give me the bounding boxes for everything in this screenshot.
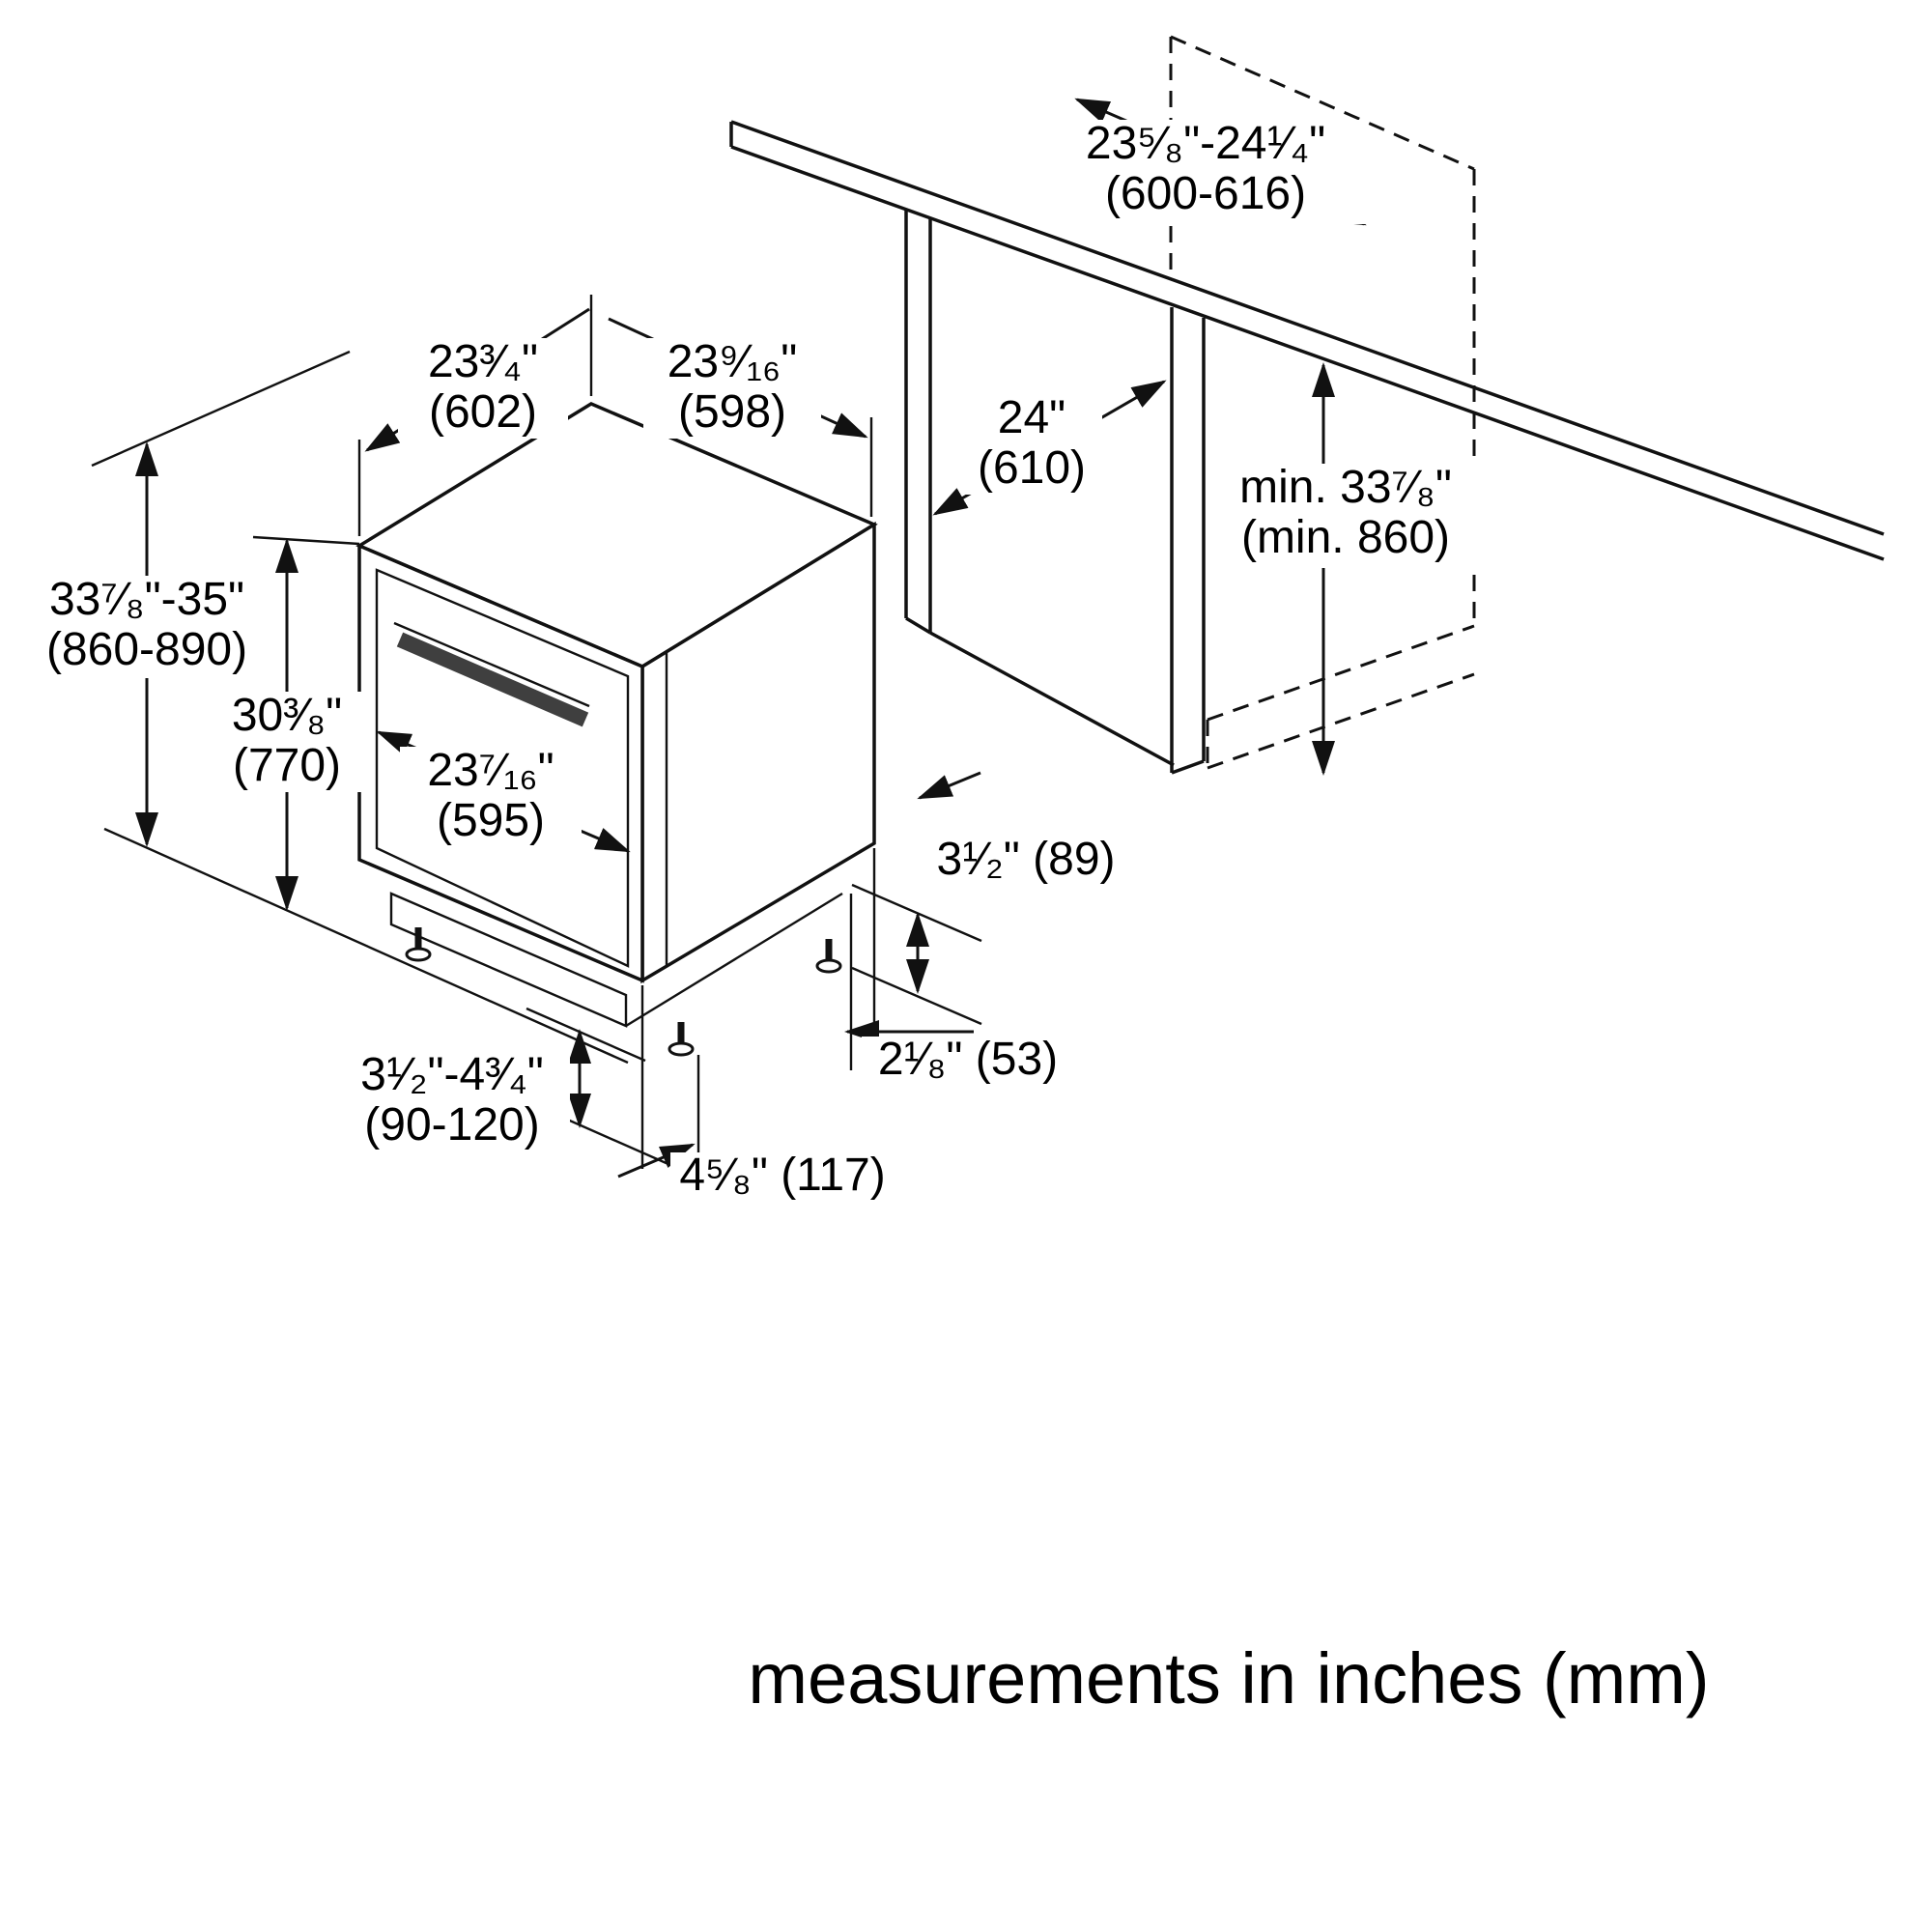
- foot-pad: [405, 947, 432, 962]
- niche-left-panel-bottom: [905, 616, 931, 635]
- niche-floor-edge: [929, 631, 1175, 767]
- label-leveling-range-mm: (90-120): [364, 1099, 539, 1151]
- leveling-foot: [815, 939, 842, 974]
- dashed-top-edge: [1170, 35, 1475, 171]
- label-toe-kick-height: 3¹⁄₂" (89): [936, 834, 1115, 885]
- mask: [400, 747, 582, 847]
- foot-pad: [815, 958, 842, 974]
- door-edge-lip: [641, 649, 668, 982]
- mask: [1043, 120, 1368, 224]
- label-body-height-inches: 30³⁄₈": [232, 690, 342, 741]
- label-overall-height-inches: 33⁷⁄₈"-35": [49, 574, 244, 625]
- arrow-foot-inset: [617, 1143, 696, 1179]
- reference-lines: [91, 350, 629, 1065]
- mask: [398, 338, 568, 439]
- label-cabinet-width-inches: 23⁵⁄₈"-24¹⁄₄": [1086, 118, 1325, 169]
- label-leveling-range-inches: 3¹⁄₂"-4³⁄₄": [360, 1049, 544, 1100]
- dashed-bottom-edge: [1207, 624, 1475, 722]
- label-top-depth-mm: (602): [429, 386, 537, 438]
- niche-right-panel-bottom: [1171, 759, 1205, 775]
- counter-edge-left: [91, 350, 351, 468]
- mask: [1209, 464, 1482, 568]
- handle-shadow-line: [393, 621, 590, 708]
- label-niche-height-inches: min. 33⁷⁄₈": [1239, 462, 1452, 513]
- arrow-toe-kick-point: [917, 771, 981, 800]
- dishwasher: [355, 402, 878, 1057]
- label-body-height-mm: (770): [233, 740, 341, 791]
- mask: [920, 837, 1132, 885]
- label-cabinet-width-mm: (600-616): [1105, 168, 1306, 219]
- ext-body-top: [252, 535, 360, 546]
- label-niche-height-mm: (min. 860): [1241, 512, 1450, 563]
- label-niche-depth-inches: 24": [998, 392, 1065, 443]
- mask: [961, 394, 1102, 495]
- diagram-caption: measurements in inches (mm): [748, 1638, 1709, 1719]
- mask: [643, 338, 821, 439]
- label-foot-inset: 4⁵⁄₈" (117): [679, 1150, 885, 1201]
- leveling-foot: [668, 1022, 695, 1057]
- dimension-labels: 23⁵⁄₈"-24¹⁄₄" (600-616) 23³⁄₄" (602) 23⁹…: [46, 118, 1452, 1201]
- label-rear-offset: 2¹⁄₈" (53): [878, 1034, 1058, 1085]
- door-inner-seam: [375, 568, 630, 968]
- foot-pad: [668, 1041, 695, 1057]
- mask: [29, 576, 265, 678]
- dishwasher-handle: [396, 632, 589, 727]
- countertop-bottom-edge: [730, 145, 1885, 561]
- floor-line-left: [103, 827, 629, 1065]
- mask: [334, 1051, 570, 1153]
- label-front-width-inches: 23⁷⁄₁₆": [427, 745, 554, 796]
- label-front-width-mm: (595): [437, 795, 545, 846]
- label-top-width-inches: 23⁹⁄₁₆": [668, 336, 798, 387]
- mask: [203, 692, 371, 792]
- label-top-width-mm: (598): [678, 386, 786, 438]
- label-top-depth-inches: 23³⁄₄": [428, 336, 538, 387]
- dashed-base-edge: [1207, 672, 1475, 770]
- label-overall-height-mm: (860-890): [46, 624, 247, 675]
- label-masks: [29, 120, 1482, 1201]
- countertop-front-edge: [730, 120, 1885, 536]
- mask: [670, 1152, 895, 1201]
- base-bottom-edge: [625, 892, 843, 1028]
- label-niche-depth-mm: (610): [978, 442, 1086, 494]
- niche-cabinet: [729, 120, 1885, 775]
- mask: [862, 1037, 1074, 1085]
- leveling-foot: [405, 927, 432, 962]
